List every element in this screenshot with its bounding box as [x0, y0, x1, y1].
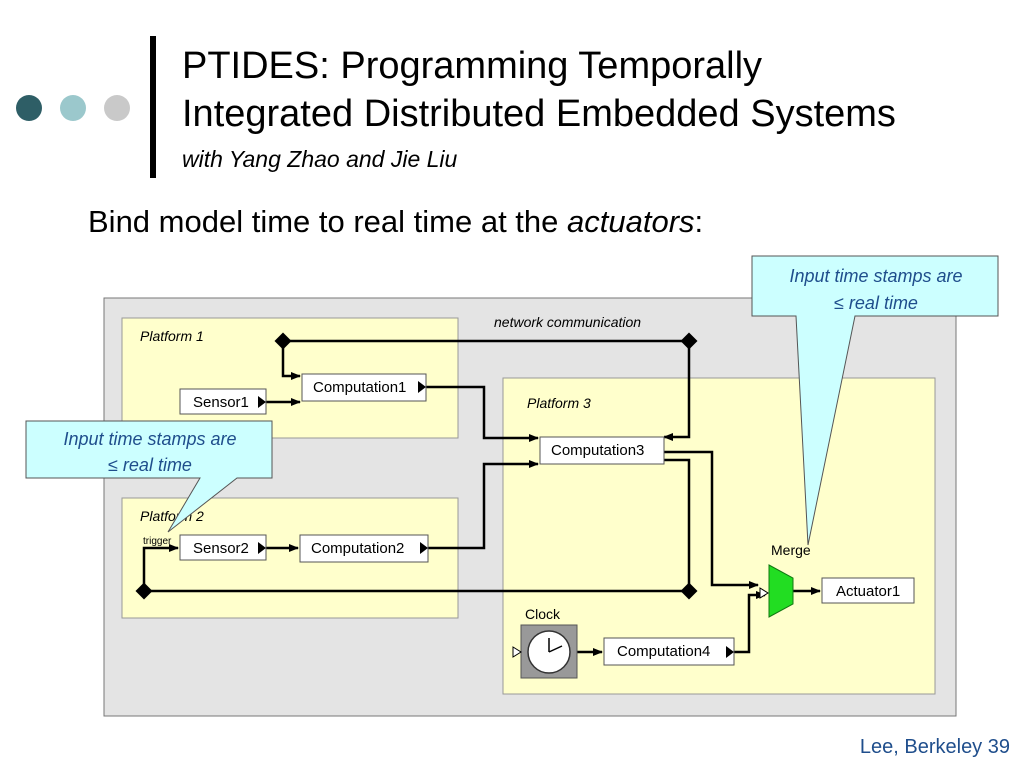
- platform-3-label: Platform 3: [527, 395, 591, 411]
- sensor2-box[interactable]: [179, 534, 267, 561]
- merge-input-port: [759, 587, 769, 599]
- relation-diamond: [680, 332, 698, 350]
- sensor1-label: Sensor1: [193, 394, 249, 411]
- title-line-1: PTIDES: Programming Temporally: [182, 45, 763, 87]
- computation4-label: Computation4: [617, 643, 710, 660]
- port-triangle: [726, 646, 734, 658]
- wire-trigger: [142, 544, 179, 591]
- merge-label: Merge: [771, 542, 811, 558]
- decor-dot-light: [60, 95, 86, 121]
- wire-network-to-comp3: [663, 341, 691, 441]
- actuator1-box[interactable]: [821, 577, 915, 604]
- slide-title: PTIDES: Programming Temporally Integrate…: [182, 42, 896, 138]
- callout-top: Input time stamps are ≤ real time: [751, 255, 999, 546]
- wire-comp1-comp3: [426, 385, 539, 442]
- platform-1-label: Platform 1: [140, 328, 204, 344]
- bullet-text: Bind model time to real time at the actu…: [88, 204, 703, 240]
- slide-footer: Lee, Berkeley 39: [859, 736, 1010, 758]
- network-label: network communication: [494, 314, 641, 330]
- bullet-emphasis: actuators: [567, 204, 695, 239]
- port-triangle: [420, 542, 428, 554]
- callout-top-line2: ≤ real time: [834, 293, 918, 313]
- computation4-box[interactable]: [603, 637, 735, 666]
- clock-hand-minute: [548, 645, 563, 653]
- merge-icon[interactable]: [768, 564, 794, 618]
- callout-left: Input time stamps are ≤ real time: [25, 420, 273, 533]
- relation-diamond: [274, 332, 292, 350]
- computation1-box[interactable]: [301, 373, 427, 402]
- bullet-main: Bind model time to real time at the: [88, 204, 568, 239]
- computation1-label: Computation1: [313, 379, 406, 396]
- decor-dot-grey: [104, 95, 130, 121]
- sensor2-label: Sensor2: [193, 540, 249, 557]
- port-triangle: [258, 396, 266, 408]
- callout-left-line2: ≤ real time: [108, 455, 192, 475]
- callout-left-line1: Input time stamps are: [63, 429, 236, 449]
- actuator1-label: Actuator1: [836, 583, 900, 600]
- trigger-label: trigger: [143, 536, 172, 547]
- callout-top-shape: [751, 255, 999, 546]
- relation-diamond: [680, 582, 698, 600]
- wire-comp3-bottom: [664, 458, 691, 591]
- wire-comp2-comp3: [428, 460, 539, 550]
- title-line-2: Integrated Distributed Embedded Systems: [182, 93, 896, 135]
- relation-diamond: [135, 582, 153, 600]
- bullet-tail: :: [694, 204, 704, 239]
- computation3-box[interactable]: [539, 436, 665, 465]
- title-divider: [150, 36, 156, 178]
- wire-comp3-merge: [664, 450, 759, 589]
- computation2-label: Computation2: [311, 540, 404, 557]
- callout-left-shape: [25, 420, 273, 533]
- computation2-box[interactable]: [299, 534, 429, 563]
- clock-label: Clock: [525, 606, 561, 622]
- decor-dot-dark: [16, 95, 42, 121]
- callout-top-line1: Input time stamps are: [789, 266, 962, 286]
- sensor1-box[interactable]: [179, 388, 267, 415]
- clock-input-port: [512, 646, 522, 658]
- computation3-label: Computation3: [551, 442, 644, 459]
- slide-subtitle: with Yang Zhao and Jie Liu: [182, 146, 458, 172]
- port-triangle: [258, 542, 266, 554]
- port-triangle: [418, 381, 426, 393]
- wire-top-to-comp1: [281, 341, 301, 380]
- wire-comp4-merge: [734, 591, 766, 654]
